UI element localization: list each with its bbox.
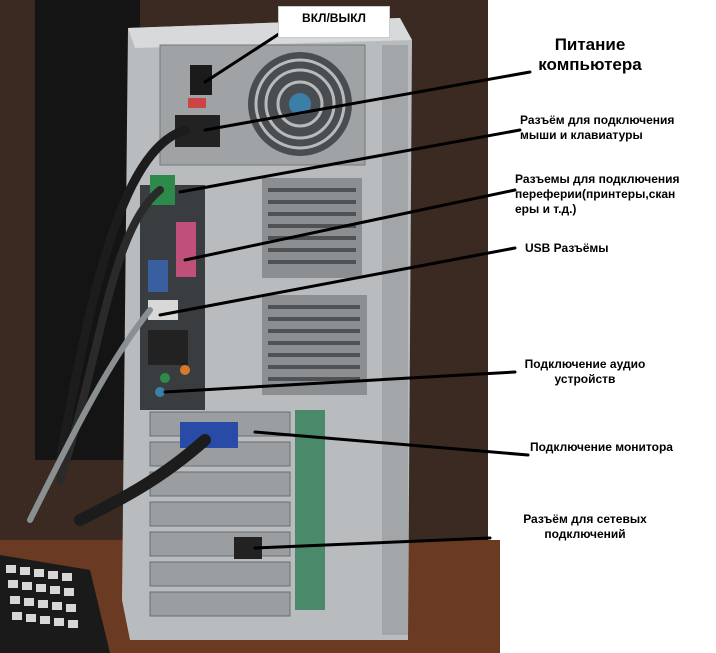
pointer-mouse-keyboard xyxy=(178,128,522,194)
usb-ports xyxy=(148,300,178,320)
label-power-switch: ВКЛ/ВЫКЛ xyxy=(278,6,390,38)
serial-port xyxy=(148,260,168,292)
audio-jack-orange xyxy=(180,365,190,375)
pointer-usb xyxy=(158,246,517,317)
pointer-peripherals xyxy=(183,188,517,262)
pointer-monitor xyxy=(253,430,530,457)
vent-bottom xyxy=(262,295,367,395)
keyboard xyxy=(0,555,110,653)
label-audio: Подключение аудио устройств xyxy=(524,357,646,386)
computer-case xyxy=(122,18,412,640)
audio-jack-green xyxy=(160,373,170,383)
label-network: Разъём для сетевых подключений xyxy=(523,512,647,541)
io-panel xyxy=(140,185,205,410)
network-port xyxy=(234,537,262,559)
vent-top xyxy=(262,178,362,278)
parallel-port xyxy=(176,222,196,277)
pointer-lines xyxy=(158,28,532,550)
cables xyxy=(27,125,211,526)
pointer-power-supply xyxy=(203,70,532,132)
label-usb: USB Разъёмы xyxy=(525,241,609,255)
label-mouse-keyboard: Разъём для подключения мыши и клавиатуры xyxy=(520,113,675,142)
label-peripherals: Разъемы для подключения переферии(принте… xyxy=(515,172,680,216)
pointer-power-switch xyxy=(203,28,287,84)
label-monitor: Подключение монитора xyxy=(530,440,673,454)
power-switch xyxy=(190,65,212,95)
green-card-bracket xyxy=(295,410,325,610)
pointer-network xyxy=(253,536,492,550)
white-area xyxy=(488,0,716,653)
label-power-supply: Питание компьютера xyxy=(538,35,642,74)
pointer-audio xyxy=(163,370,517,394)
